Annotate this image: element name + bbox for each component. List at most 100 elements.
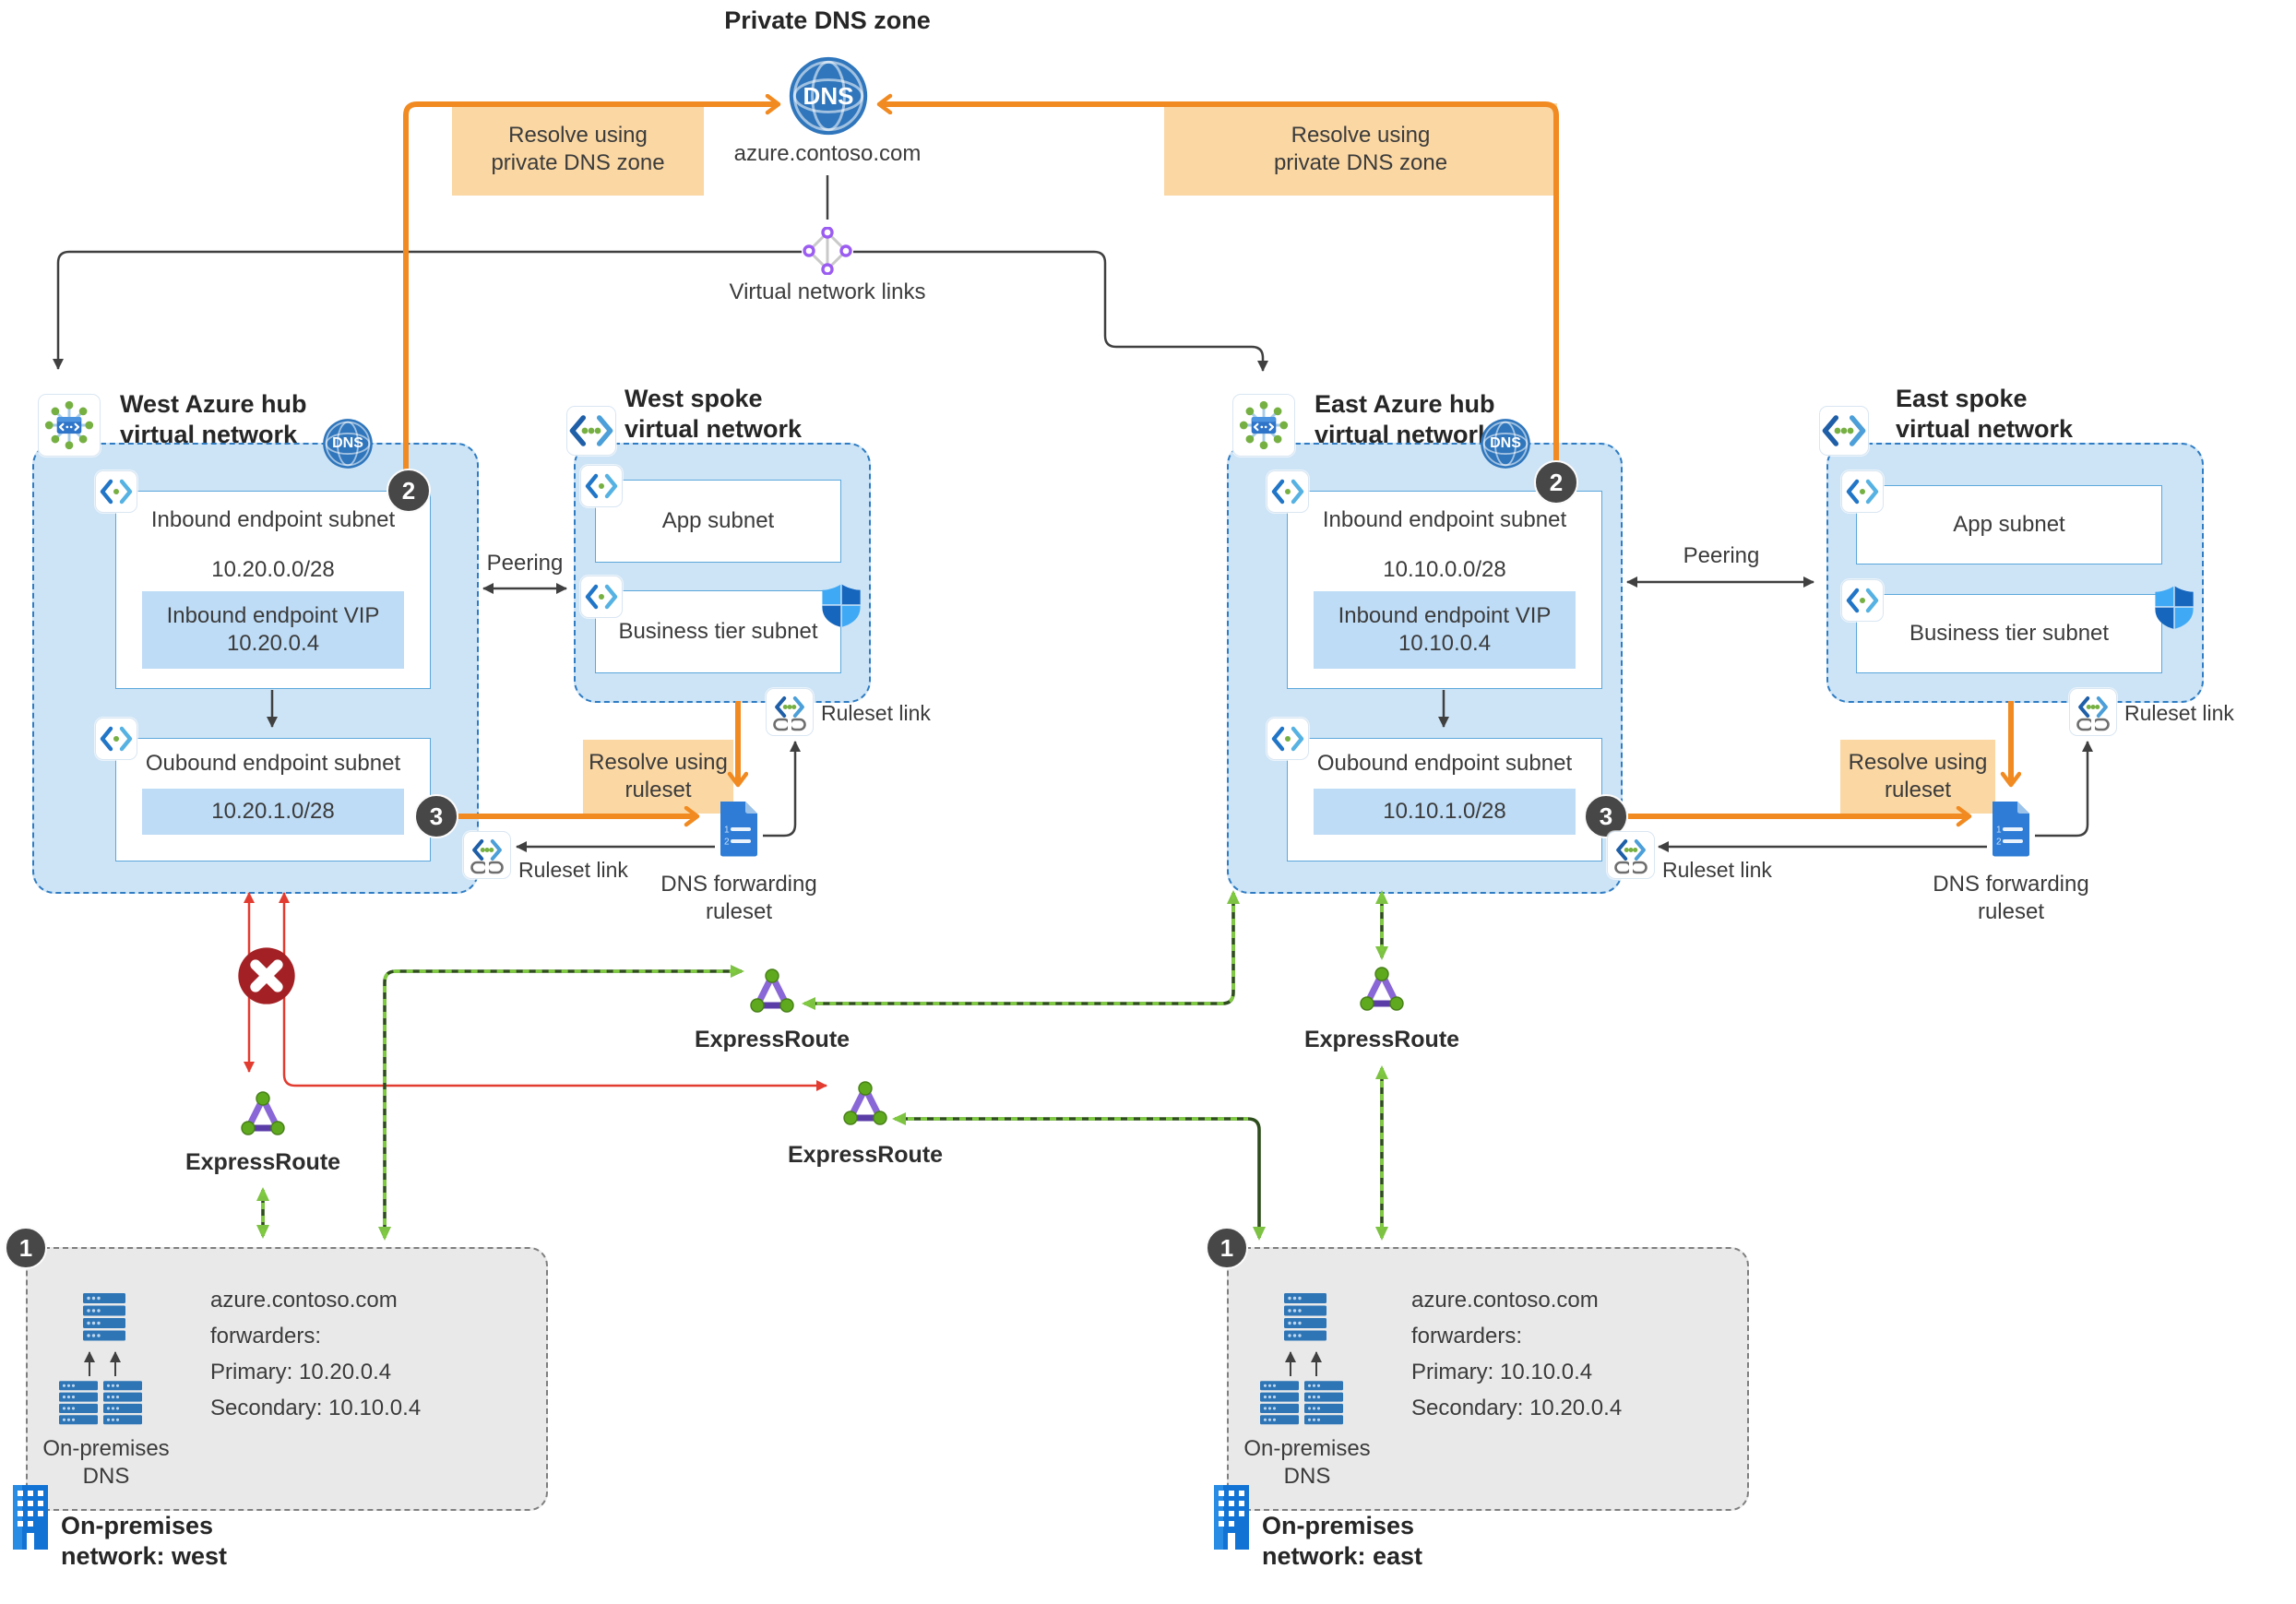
west-step2-badge: 2 [387, 469, 431, 513]
east-vip-ip: 10.10.0.4 [1398, 631, 1492, 656]
east-nsg-shield-icon [2150, 583, 2198, 631]
east-spoke-ruleset-link-label: Ruleset link [2124, 701, 2234, 725]
onprem-east-building-icon [1214, 1485, 1249, 1550]
west-spoke-title: West spoke virtual network [625, 385, 803, 443]
east-inbound-cidr: 10.10.0.0/28 [1383, 557, 1506, 582]
onprem-east-dns-server-top-icon [1284, 1293, 1326, 1341]
east-step3-badge: 3 [1584, 794, 1628, 838]
west-hub-ruleset-link-icon [463, 831, 511, 879]
west-business-subnet-box: Business tier subnet [595, 590, 841, 673]
east-app-subnet-box: App subnet [1856, 485, 2162, 564]
west-inbound-subnet-icon [95, 470, 137, 513]
east-business-subnet-box: Business tier subnet [1856, 594, 2162, 673]
east-hub-ruleset-link-label: Ruleset link [1662, 858, 1772, 882]
east-step2-badge: 2 [1534, 460, 1578, 505]
west-inbound-subnet-box: Inbound endpoint subnet 10.20.0.0/28 Inb… [115, 491, 431, 689]
expressroute-west-label: ExpressRoute [184, 1149, 341, 1175]
east-spoke-ruleset-link-icon [2069, 688, 2117, 736]
west-outbound-subnet-box: Oubound endpoint subnet 10.20.1.0/28 [115, 738, 431, 861]
onprem-east-dns-server-left-icon [1260, 1381, 1299, 1425]
west-hub-title: West Azure hub virtual network [120, 390, 307, 448]
expressroute-mid-upper-label: ExpressRoute [694, 1027, 851, 1052]
east-inbound-subnet-box: Inbound endpoint subnet 10.10.0.0/28 Inb… [1287, 491, 1602, 689]
onprem-east-dns-server-right-icon [1304, 1381, 1343, 1425]
west-app-subnet-icon [580, 465, 623, 507]
expressroute-east-label: ExpressRoute [1303, 1027, 1460, 1052]
line-vnl-to-west-hub [53, 250, 802, 370]
west-business-subnet-icon [580, 576, 623, 618]
onprem-west-step1-badge: 1 [5, 1227, 47, 1269]
west-outbound-subnet-label: Oubound endpoint subnet [145, 751, 401, 776]
east-hub-dns-badge-icon: DNS [1480, 418, 1531, 469]
west-inbound-cidr: 10.20.0.0/28 [211, 557, 335, 582]
west-nsg-shield-icon [817, 581, 865, 629]
west-hub-dns-badge-icon: DNS [322, 418, 374, 469]
west-hub-ruleset-link-label: Ruleset link [518, 858, 628, 882]
onprem-west-dns-server-left-icon [59, 1381, 98, 1425]
peering-west-label: Peering [486, 551, 564, 576]
onprem-west-dns-server-top-icon [83, 1293, 125, 1341]
east-hub-vnet-icon [1232, 394, 1295, 457]
dns-zone-globe-label: DNS [803, 81, 854, 110]
east-app-subnet-label: App subnet [1953, 512, 2065, 537]
virtual-network-links-icon [802, 227, 853, 275]
east-inbound-vip-box: Inbound endpoint VIP 10.10.0.4 [1314, 591, 1576, 669]
callout-resolve-ruleset-west: Resolve using ruleset [583, 740, 733, 814]
east-inbound-subnet-label: Inbound endpoint subnet [1322, 507, 1567, 532]
west-vip-ip: 10.20.0.4 [226, 631, 320, 656]
west-vip-label: Inbound endpoint VIP [166, 603, 380, 628]
virtual-network-links-label: Virtual network links [729, 279, 926, 304]
west-app-subnet-box: App subnet [595, 480, 841, 563]
east-outbound-subnet-box: Oubound endpoint subnet 10.10.1.0/28 [1287, 738, 1602, 861]
east-hub-ruleset-link-icon [1607, 831, 1655, 879]
west-outbound-cidr-box: 10.20.1.0/28 [142, 789, 404, 835]
west-hub-dns-badge-label: DNS [332, 435, 363, 451]
west-dns-forwarding-ruleset-label: DNS forwarding ruleset [660, 872, 817, 924]
east-business-subnet-icon [1841, 579, 1884, 622]
onprem-west-dns-server-right-icon [103, 1381, 142, 1425]
east-outbound-subnet-icon [1267, 718, 1309, 760]
onprem-west-dns-label: On-premises DNS [42, 1436, 170, 1489]
onprem-east-box [1227, 1247, 1749, 1511]
callout-resolve-ruleset-east: Resolve using ruleset [1840, 740, 1995, 814]
east-outbound-cidr: 10.10.1.0/28 [1383, 799, 1506, 824]
east-spoke-title: East spoke virtual network [1896, 385, 2074, 443]
east-spoke-vnet-icon [1819, 406, 1869, 456]
arrow-west-doc-to-spoke-link [763, 741, 801, 838]
expressroute-mid-lower-icon [841, 1079, 889, 1127]
onprem-east-dns-label: On-premises DNS [1243, 1436, 1371, 1489]
onprem-west-forwarders: azure.contoso.com forwarders: Primary: 1… [210, 1288, 422, 1420]
west-outbound-cidr: 10.20.1.0/28 [211, 799, 335, 824]
arrow-east-doc-to-spoke-link [2035, 741, 2093, 838]
east-business-subnet-label: Business tier subnet [1909, 621, 2110, 646]
onprem-east-forwarders: azure.contoso.com forwarders: Primary: 1… [1411, 1288, 1623, 1420]
private-dns-zone-title: Private DNS zone [724, 6, 931, 34]
dns-zone-domain: azure.contoso.com [733, 141, 922, 166]
west-spoke-ruleset-link-label: Ruleset link [821, 701, 931, 725]
expressroute-east-icon [1358, 965, 1406, 1013]
onprem-west-box [26, 1247, 548, 1511]
expressroute-west-icon [239, 1089, 287, 1137]
east-hub-dns-badge-label: DNS [1490, 435, 1521, 451]
west-outbound-subnet-icon [95, 718, 137, 760]
west-spoke-ruleset-link-icon [766, 688, 814, 736]
line-vnl-to-east-hub [853, 250, 1268, 372]
dns-zone-globe-icon: DNS [788, 55, 869, 137]
peering-east-label: Peering [1683, 543, 1760, 568]
west-dns-forwarding-ruleset-icon [717, 799, 761, 858]
callout-resolve-private-west: Resolve using private DNS zone [452, 103, 704, 196]
expressroute-mid-upper-icon [748, 967, 796, 1015]
east-hub-title: East Azure hub virtual network [1315, 390, 1495, 448]
green-mid-er-to-onprem-east [892, 1112, 1266, 1241]
blocked-x-icon [237, 946, 296, 1005]
east-outbound-cidr-box: 10.10.1.0/28 [1314, 789, 1576, 835]
onprem-west-building-icon [13, 1485, 48, 1550]
west-spoke-vnet-icon [566, 406, 616, 456]
green-east-hub-to-mid-er [802, 890, 1240, 1010]
west-hub-vnet-icon [38, 394, 101, 457]
east-inbound-subnet-icon [1267, 470, 1309, 513]
onprem-east-step1-badge: 1 [1206, 1227, 1248, 1269]
west-step3-badge: 3 [414, 794, 458, 838]
east-app-subnet-icon [1841, 470, 1884, 513]
